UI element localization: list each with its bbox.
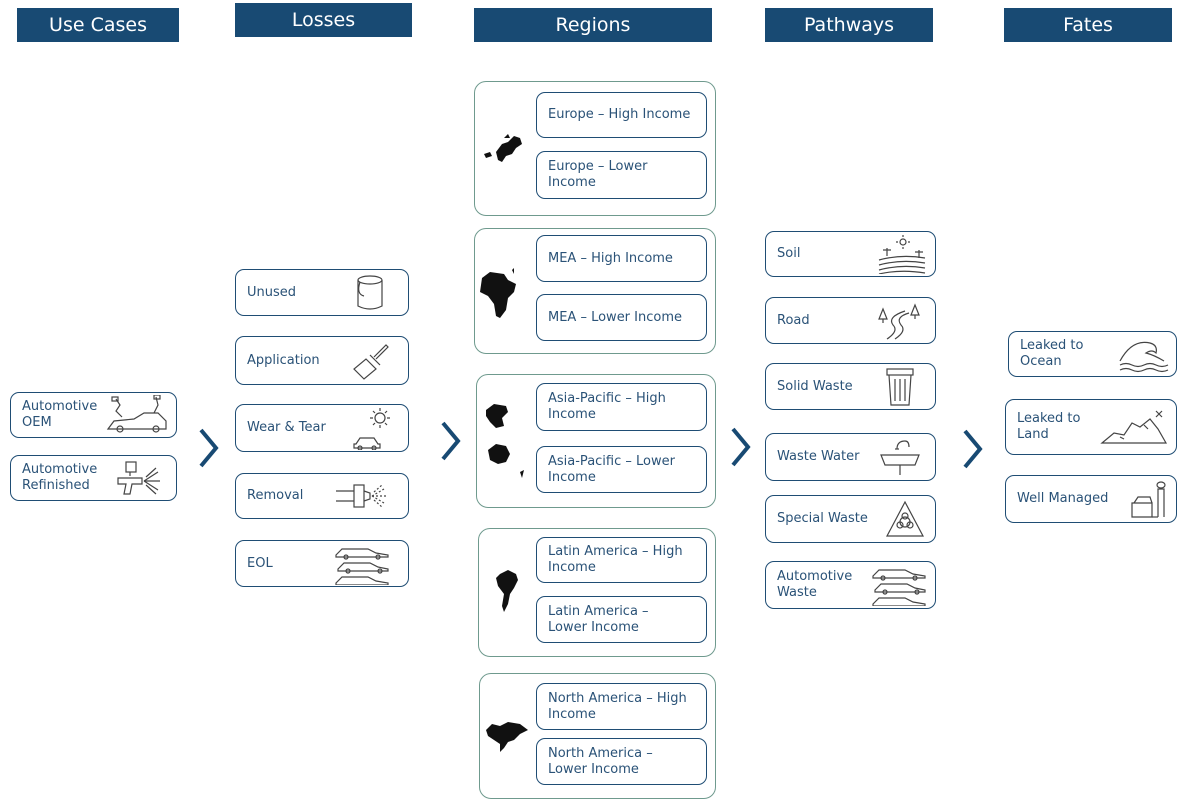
asia-pacific-map-icon xyxy=(484,402,534,478)
region-mea-high[interactable]: MEA – High Income xyxy=(536,235,707,282)
biohazard-icon xyxy=(885,500,925,538)
europe-map-icon xyxy=(482,132,524,166)
header-use-cases: Use Cases xyxy=(17,8,179,42)
landfill-icon xyxy=(1100,407,1170,447)
region-label: Europe – Lower Income xyxy=(548,159,648,190)
robot-arm-car-icon xyxy=(104,395,170,435)
pathway-label: Automotive Waste xyxy=(777,569,853,600)
region-asia-pacific-high[interactable]: Asia-Pacific – High Income xyxy=(536,383,707,431)
spray-gun-icon xyxy=(114,460,164,496)
loss-unused[interactable]: Unused xyxy=(235,269,409,316)
region-label: Asia-Pacific – Lower Income xyxy=(548,453,675,485)
factory-icon xyxy=(1130,479,1170,519)
region-label: MEA – High Income xyxy=(548,250,673,266)
loss-label: Application xyxy=(247,352,320,368)
loss-label: EOL xyxy=(247,555,273,571)
pathway-road[interactable]: Road xyxy=(765,297,936,344)
farm-field-icon xyxy=(877,234,927,274)
fate-label: Leaked to Ocean xyxy=(1020,338,1084,369)
sandblaster-icon xyxy=(334,481,398,511)
chevron-right-icon xyxy=(440,420,462,462)
pathway-label: Special Waste xyxy=(777,511,868,526)
loss-eol[interactable]: EOL xyxy=(235,540,409,587)
region-latin-america-high[interactable]: Latin America – High Income xyxy=(536,537,707,583)
africa-map-icon xyxy=(478,268,520,320)
loss-label: Wear & Tear xyxy=(247,420,326,435)
pathway-solid-waste[interactable]: Solid Waste xyxy=(765,363,936,410)
region-north-america-high[interactable]: North America – High Income xyxy=(536,683,707,730)
region-label: North America – Lower Income xyxy=(548,745,653,777)
pathway-special-waste[interactable]: Special Waste xyxy=(765,495,936,543)
region-north-america-lower[interactable]: North America – Lower Income xyxy=(536,738,707,785)
chevron-right-icon xyxy=(730,426,752,468)
stacked-cars-icon xyxy=(334,543,390,585)
north-america-map-icon xyxy=(484,720,530,754)
region-label: MEA – Lower Income xyxy=(548,309,682,325)
pathway-label: Soil xyxy=(777,246,801,261)
loss-label: Unused xyxy=(247,284,297,300)
header-fates: Fates xyxy=(1004,8,1172,42)
pathway-waste-water[interactable]: Waste Water xyxy=(765,433,936,481)
chevron-right-icon xyxy=(962,428,984,470)
header-regions: Regions xyxy=(474,8,712,42)
pathway-label: Waste Water xyxy=(777,449,860,464)
region-label: North America – High Income xyxy=(548,690,687,722)
pathway-automotive-waste[interactable]: Automotive Waste xyxy=(765,561,936,609)
use-case-automotive-oem[interactable]: Automotive OEM xyxy=(10,392,177,438)
use-case-automotive-refinished[interactable]: Automotive Refinished xyxy=(10,455,177,501)
sun-car-icon xyxy=(352,406,396,450)
region-label: Europe – High Income xyxy=(548,107,691,122)
south-america-map-icon xyxy=(496,570,520,614)
fate-leaked-to-land[interactable]: Leaked to Land xyxy=(1005,399,1177,455)
use-case-label: Automotive OEM xyxy=(22,399,98,430)
pathway-soil[interactable]: Soil xyxy=(765,231,936,277)
region-mea-lower[interactable]: MEA – Lower Income xyxy=(536,294,707,341)
region-europe-high[interactable]: Europe – High Income xyxy=(536,92,707,138)
fate-label: Leaked to Land xyxy=(1017,411,1081,442)
region-label: Latin America – High Income xyxy=(548,544,683,575)
wave-icon xyxy=(1118,335,1172,373)
use-case-label: Automotive Refinished xyxy=(22,462,98,493)
header-pathways: Pathways xyxy=(765,8,933,42)
header-losses: Losses xyxy=(235,3,412,37)
paint-can-icon xyxy=(354,274,386,312)
fate-label: Well Managed xyxy=(1017,491,1109,506)
trash-can-icon xyxy=(885,367,915,407)
region-latin-america-lower[interactable]: Latin America – Lower Income xyxy=(536,596,707,643)
fate-well-managed[interactable]: Well Managed xyxy=(1005,475,1177,523)
sink-icon xyxy=(879,439,921,475)
loss-wear-and-tear[interactable]: Wear & Tear xyxy=(235,404,409,452)
pathway-label: Solid Waste xyxy=(777,378,853,394)
region-label: Asia-Pacific – High Income xyxy=(548,391,666,422)
winding-road-icon xyxy=(875,301,921,341)
pathway-label: Road xyxy=(777,312,810,328)
fate-leaked-to-ocean[interactable]: Leaked to Ocean xyxy=(1008,331,1177,377)
loss-removal[interactable]: Removal xyxy=(235,473,409,519)
stacked-cars-icon xyxy=(871,564,927,606)
region-label: Latin America – Lower Income xyxy=(548,603,649,635)
chevron-right-icon xyxy=(198,427,220,469)
region-europe-lower[interactable]: Europe – Lower Income xyxy=(536,151,707,199)
region-asia-pacific-lower[interactable]: Asia-Pacific – Lower Income xyxy=(536,446,707,493)
loss-label: Removal xyxy=(247,488,304,503)
loss-application[interactable]: Application xyxy=(235,336,409,385)
paint-brush-icon xyxy=(352,341,390,381)
